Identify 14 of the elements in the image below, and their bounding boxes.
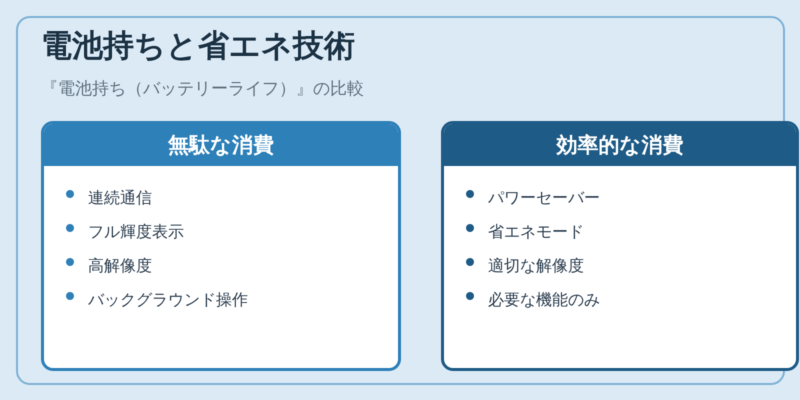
card-header: 無駄な消費 [44,124,398,166]
list-item: 必要な機能のみ [488,288,600,310]
heading: 電池持ちと省エネ技術 [41,27,355,66]
list-item: 連続通信 [88,186,152,208]
list-item: 省エネモード [488,220,584,242]
list-item: フル輝度表示 [88,220,184,242]
list-item: 適切な解像度 [488,254,584,276]
list-item: 高解像度 [88,254,152,276]
list-item: バックグラウンド操作 [88,288,248,310]
card-header: 効率的な消費 [444,124,796,166]
list-card [41,121,401,371]
list-item: パワーセーバー [488,186,600,208]
subtitle: 『電池持ち（バッテリーライフ）』の比較 [41,78,364,101]
list-card [441,121,799,371]
